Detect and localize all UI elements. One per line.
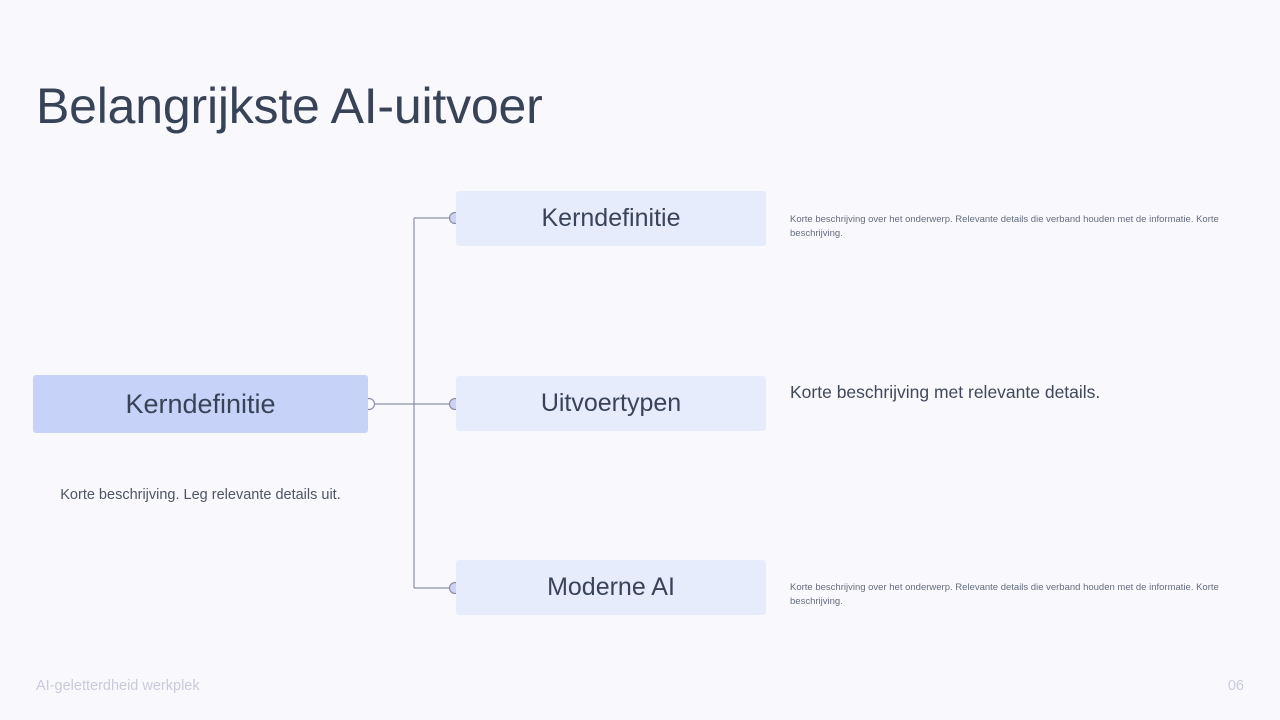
branch-description-kerndefinitie: Korte beschrijving over het onderwerp. R… (790, 214, 1219, 239)
branch-description-moderne-ai: Korte beschrijving over het onderwerp. R… (790, 582, 1219, 607)
branch-node-label: Uitvoertypen (540, 389, 682, 417)
branch-node-uitvoertypen[interactable]: Uitvoertypen (456, 376, 766, 431)
footer-deck-title: AI-geletterdheid werkplek (36, 678, 200, 694)
root-node-label: Kerndefinitie (125, 388, 276, 419)
branch-node-label: Kerndefinitie (541, 204, 681, 232)
root-node-description: Korte beschrijving. Leg relevante detail… (60, 487, 341, 503)
branch-node-kerndefinitie[interactable]: Kerndefinitie (456, 191, 766, 246)
page-title: Belangrijkste AI-uitvoer (36, 77, 543, 134)
branch-description-uitvoertypen: Korte beschrijving met relevante details… (790, 382, 1101, 402)
footer-page-number: 06 (1227, 678, 1244, 694)
root-node[interactable]: Kerndefinitie (33, 375, 368, 433)
branch-node-moderne-ai[interactable]: Moderne AI (456, 560, 766, 615)
branch-node-label: Moderne AI (547, 573, 675, 601)
